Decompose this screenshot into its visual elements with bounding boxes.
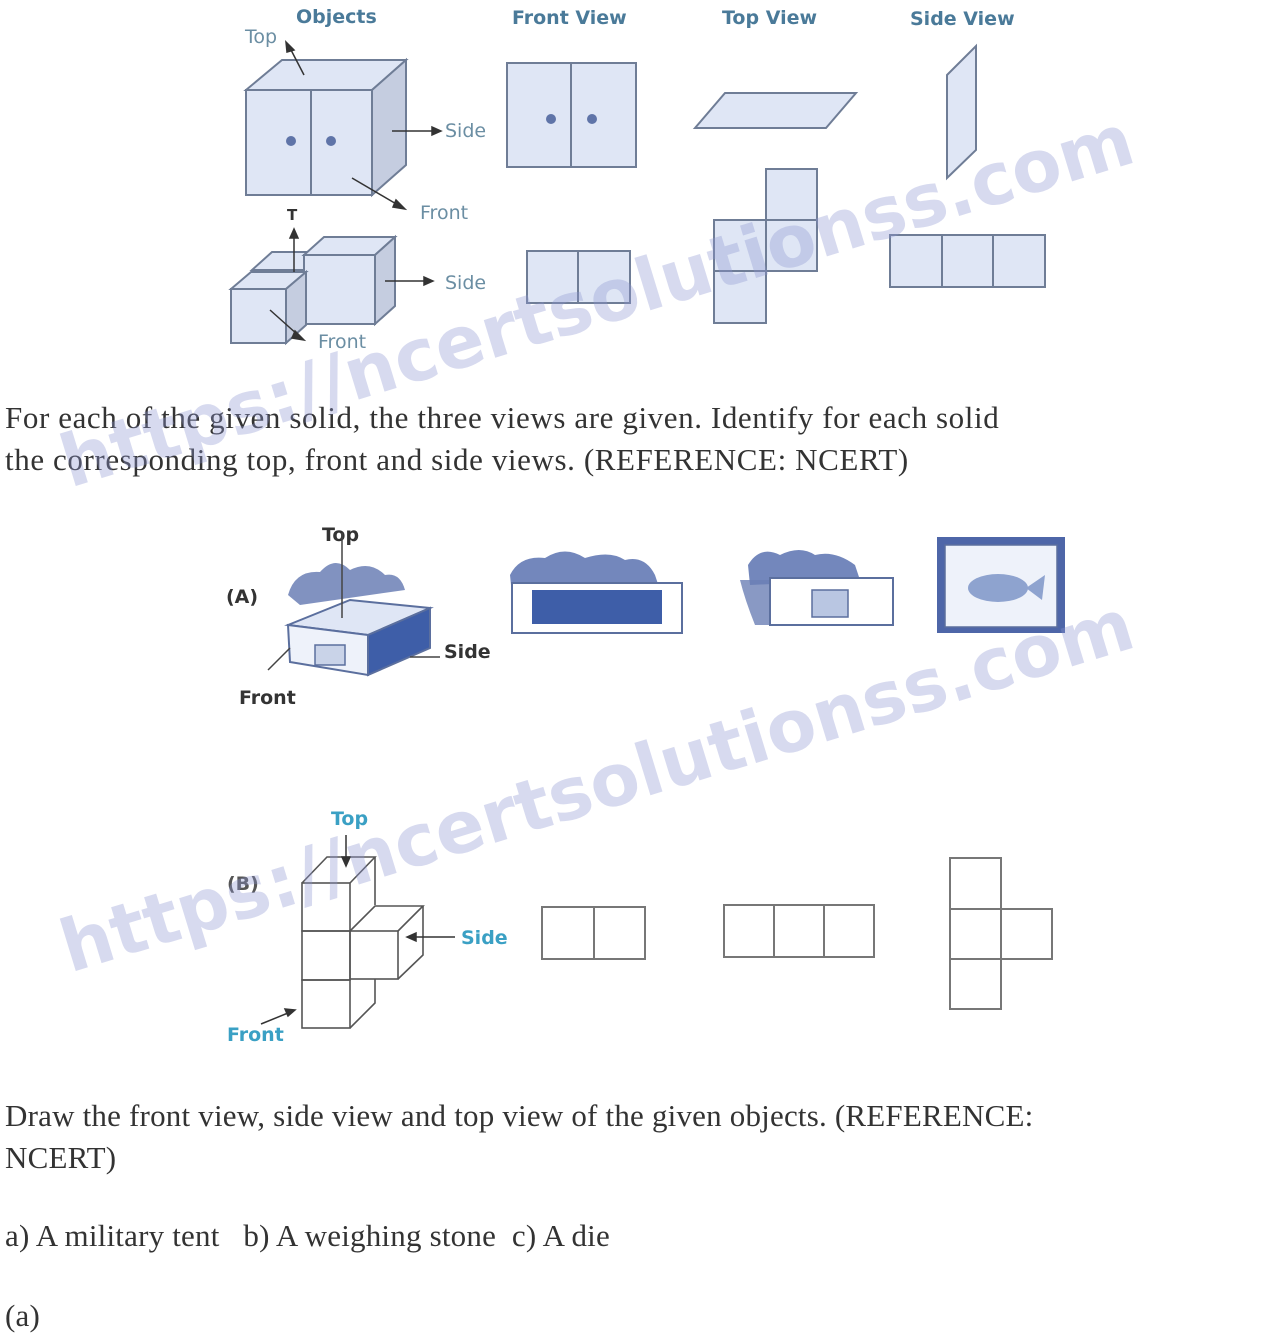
label-top: Top xyxy=(245,26,278,48)
question-1-text: For each of the given solid, the three v… xyxy=(5,397,1270,481)
question-1-line-1: For each of the given solid, the three v… xyxy=(5,400,1000,435)
label-b-side: Side xyxy=(461,927,508,949)
label-t: T xyxy=(287,206,298,224)
question-2-options: a) A military tent b) A weighing stone c… xyxy=(5,1218,610,1253)
aquarium-object-drawing xyxy=(267,533,1065,677)
question-2-text: Draw the front view, side view and top v… xyxy=(5,1095,1270,1179)
label-front-2: Front xyxy=(318,331,367,353)
label-part-a: (A) xyxy=(226,586,259,608)
label-a-side: Side xyxy=(444,641,491,663)
cube-tower-object-drawing xyxy=(260,835,1053,1029)
label-a-front: Front xyxy=(239,687,296,709)
label-part-b: (B) xyxy=(227,873,259,895)
label-b-top: Top xyxy=(331,808,369,830)
label-side-2: Side xyxy=(445,272,487,294)
header-top-view: Top View xyxy=(722,7,818,29)
header-side-view: Side View xyxy=(910,8,1015,30)
question-2-line-2: NCERT) xyxy=(5,1140,117,1175)
header-objects: Objects xyxy=(296,6,377,28)
label-b-front: Front xyxy=(227,1024,284,1046)
answer-label: (a) xyxy=(5,1298,41,1333)
label-a-top: Top xyxy=(322,524,360,546)
cupboard-object-drawing xyxy=(228,39,1046,346)
label-side: Side xyxy=(445,120,487,142)
question-1-line-2: the corresponding top, front and side vi… xyxy=(5,442,909,477)
question-2-line-1: Draw the front view, side view and top v… xyxy=(5,1098,1034,1133)
header-front-view: Front View xyxy=(512,7,627,29)
label-front: Front xyxy=(420,202,469,224)
